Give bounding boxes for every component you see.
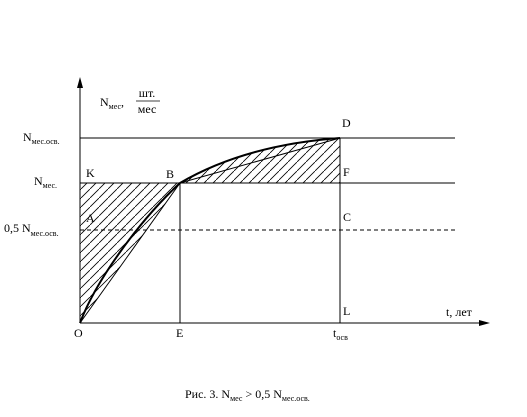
label-t-osv: tосв [333, 326, 348, 342]
y-axis-unit-top: шт. [139, 86, 156, 100]
line-B-D [179, 137, 341, 184]
label-level-half: 0,5 Nмес.осв. [4, 221, 59, 238]
line-O-B [79, 182, 181, 324]
y-axis-title: Nмес, [100, 95, 124, 111]
label-level-current: Nмес. [34, 174, 57, 190]
y-axis-unit-bottom: мес [138, 102, 157, 116]
point-label-K: K [86, 166, 95, 180]
label-level-full: Nмес.осв. [23, 130, 60, 146]
y-axis-arrow-icon [77, 77, 83, 88]
point-label-E: E [176, 326, 183, 340]
development-curve [79, 137, 341, 324]
point-label-C: C [343, 210, 351, 224]
x-axis-label: t, лет [446, 305, 473, 319]
point-label-A: A [86, 211, 95, 225]
x-axis-arrow-icon [479, 320, 490, 326]
figure-caption: Рис. 3. Nмес > 0,5 Nмес.осв. [185, 387, 310, 403]
point-label-F: F [343, 165, 350, 179]
point-label-O: O [74, 326, 83, 340]
point-label-B: B [166, 167, 174, 181]
point-label-L: L [343, 304, 350, 318]
point-label-D: D [342, 116, 351, 130]
